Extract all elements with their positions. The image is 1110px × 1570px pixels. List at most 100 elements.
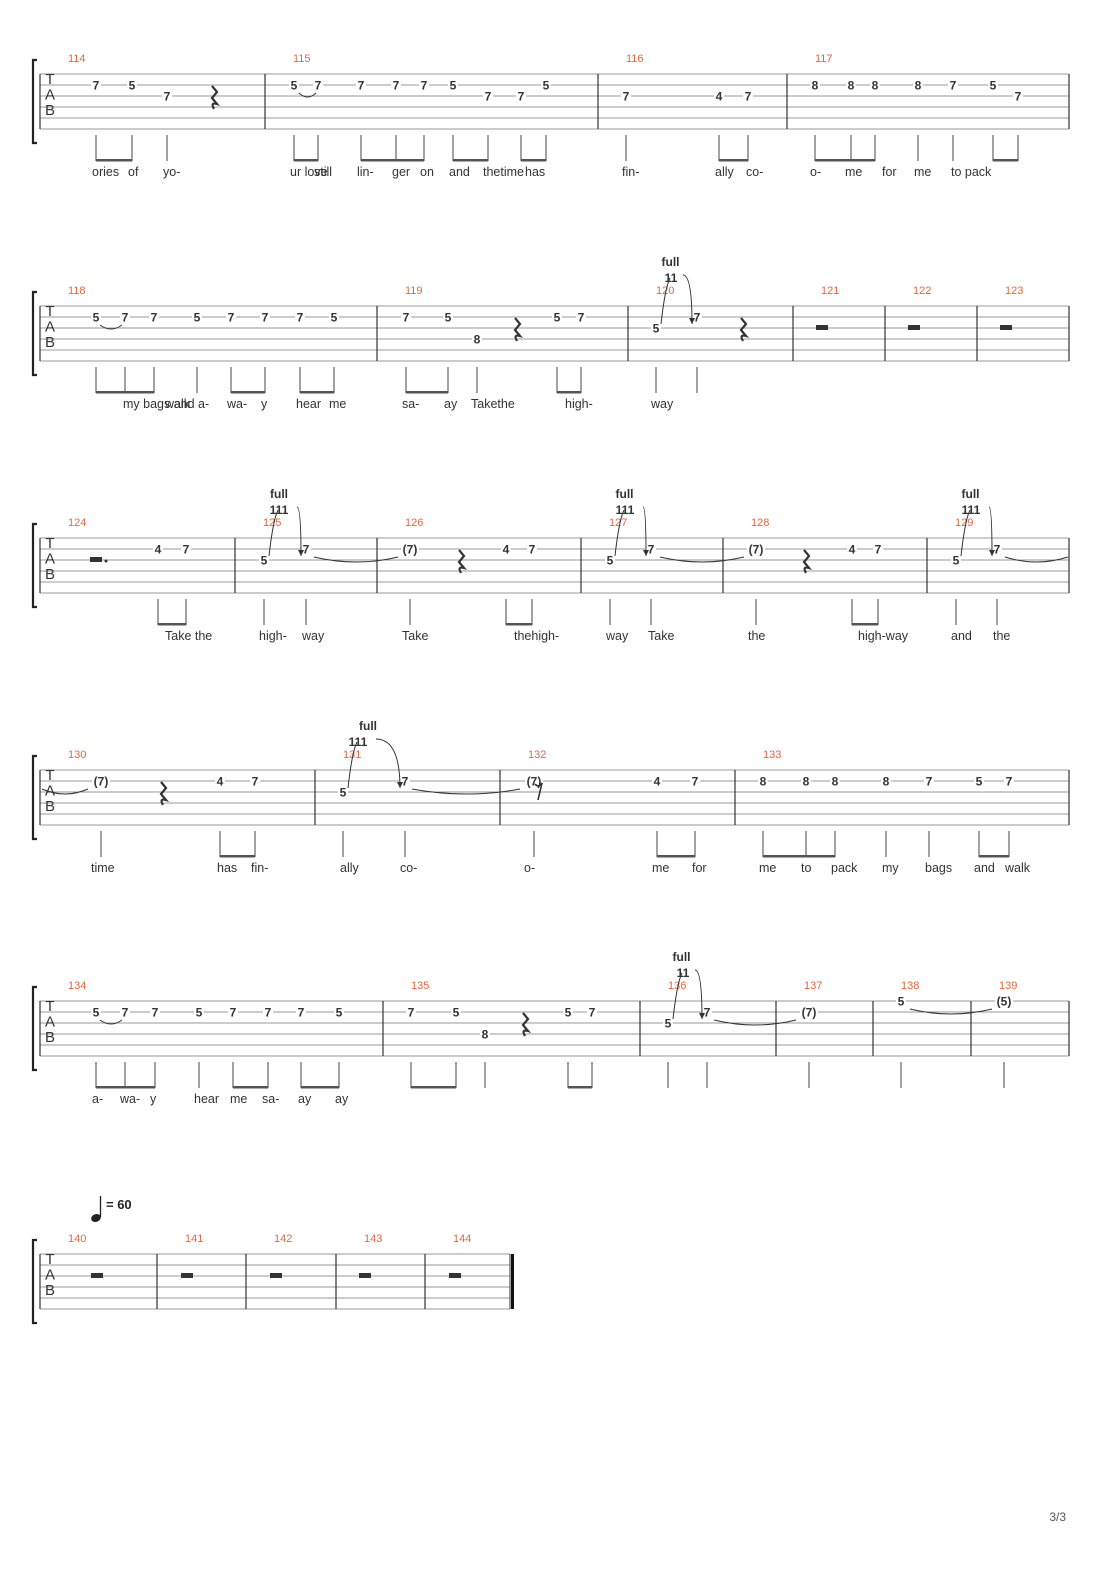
fret-number: 5 (953, 554, 960, 568)
tie-arc (659, 556, 745, 563)
system-bracket (31, 290, 37, 377)
staff-system (31, 290, 1070, 393)
beam (521, 159, 546, 162)
fret-number: 4 (849, 543, 856, 557)
tab-clef-letter: T (45, 535, 54, 552)
bend-full-label: full (673, 950, 691, 964)
lyric-syllable: the (748, 629, 765, 643)
fret-number: 7 (403, 311, 410, 325)
fret-number: 5 (331, 311, 338, 325)
lyric-syllable: sa- (262, 1092, 279, 1106)
quarter-rest (521, 1012, 532, 1037)
release-arrowhead (699, 1013, 705, 1019)
fret-knockout (215, 775, 225, 787)
fret-number: 7 (122, 1006, 129, 1020)
tie-arc (411, 788, 521, 795)
bend-number: 111 (616, 503, 635, 517)
lyric-syllable: hear (194, 1092, 219, 1106)
fret-knockout (747, 543, 765, 555)
quarter-rest (210, 85, 221, 110)
beam (557, 391, 581, 394)
fret-number: 5 (194, 311, 201, 325)
fret-knockout (226, 311, 236, 323)
fret-knockout (91, 79, 101, 91)
staff-system (31, 58, 1070, 161)
fret-knockout (563, 1006, 573, 1018)
fret-number: 7 (1006, 775, 1013, 789)
fret-knockout (516, 90, 526, 102)
fret-number: 8 (832, 775, 839, 789)
lyric-syllable: to pack (951, 165, 992, 179)
lyric-syllable: and (951, 629, 972, 643)
fret-number: 5 (93, 1006, 100, 1020)
fret-knockout (451, 1006, 461, 1018)
half-rest (91, 1273, 103, 1278)
system-bracket (31, 522, 37, 609)
beam (96, 391, 154, 394)
fret-number: 7 (228, 311, 235, 325)
bend-arrow-up (614, 509, 625, 557)
lyric-syllable: walk (164, 397, 191, 411)
fret-number: 5 (340, 786, 347, 800)
fret-knockout (334, 1006, 344, 1018)
fret-knockout (881, 775, 891, 787)
fret-number: 5 (196, 1006, 203, 1020)
fret-number: 7 (745, 90, 752, 104)
fret-knockout (810, 79, 820, 91)
lyric-syllable: y (261, 397, 268, 411)
fret-knockout (338, 786, 348, 798)
fret-number: 7 (421, 79, 428, 93)
tie-arc (99, 324, 123, 330)
fret-knockout (651, 322, 661, 334)
tab-clef-letter: T (45, 1251, 54, 1268)
half-rest (359, 1273, 371, 1278)
measure-number: 124 (68, 517, 86, 529)
fret-number: 8 (872, 79, 879, 93)
tab-clef-letter: T (45, 767, 54, 784)
bend-number: 111 (349, 735, 368, 749)
measure-number: 126 (405, 517, 423, 529)
lyric-syllable: o- (810, 165, 821, 179)
lyric-syllable: ger (392, 165, 410, 179)
measure-number: 120 (656, 285, 674, 297)
fret-number: (7) (527, 775, 542, 789)
fret-number: 5 (261, 554, 268, 568)
measure-number: 117 (815, 53, 833, 65)
fret-number: 7 (230, 1006, 237, 1020)
lyric-syllable: me (845, 165, 862, 179)
bend-full-label: full (616, 487, 634, 501)
fret-knockout (480, 1028, 490, 1040)
beam (406, 391, 448, 394)
fret-number: 7 (164, 90, 171, 104)
fret-number: 5 (665, 1017, 672, 1031)
lyric-syllable: y (150, 1092, 157, 1106)
beam (220, 855, 255, 858)
fret-knockout (356, 79, 366, 91)
fret-number: 7 (265, 1006, 272, 1020)
beam (979, 855, 1009, 858)
lyric-syllable: to (801, 861, 811, 875)
fret-number: 7 (926, 775, 933, 789)
fret-knockout (391, 79, 401, 91)
fret-number: 7 (298, 1006, 305, 1020)
tempo-value: = 60 (106, 1197, 132, 1212)
beam (158, 623, 186, 626)
lyric-syllable: ally (340, 861, 360, 875)
lyric-syllable: high-way (858, 629, 909, 643)
fret-number: 4 (217, 775, 224, 789)
fret-knockout (702, 1006, 712, 1018)
measure-number: 116 (626, 53, 644, 65)
fret-number: 7 (692, 775, 699, 789)
fret-knockout (758, 775, 768, 787)
fret-knockout (259, 554, 269, 566)
tie-arc (1004, 556, 1069, 563)
fret-knockout (150, 1006, 160, 1018)
fret-knockout (846, 79, 856, 91)
fret-knockout (419, 79, 429, 91)
lyric-syllable: me (759, 861, 776, 875)
fret-knockout (1013, 90, 1023, 102)
tab-clef-letter: T (45, 998, 54, 1015)
measure-number: 128 (751, 517, 769, 529)
half-rest (816, 325, 828, 330)
